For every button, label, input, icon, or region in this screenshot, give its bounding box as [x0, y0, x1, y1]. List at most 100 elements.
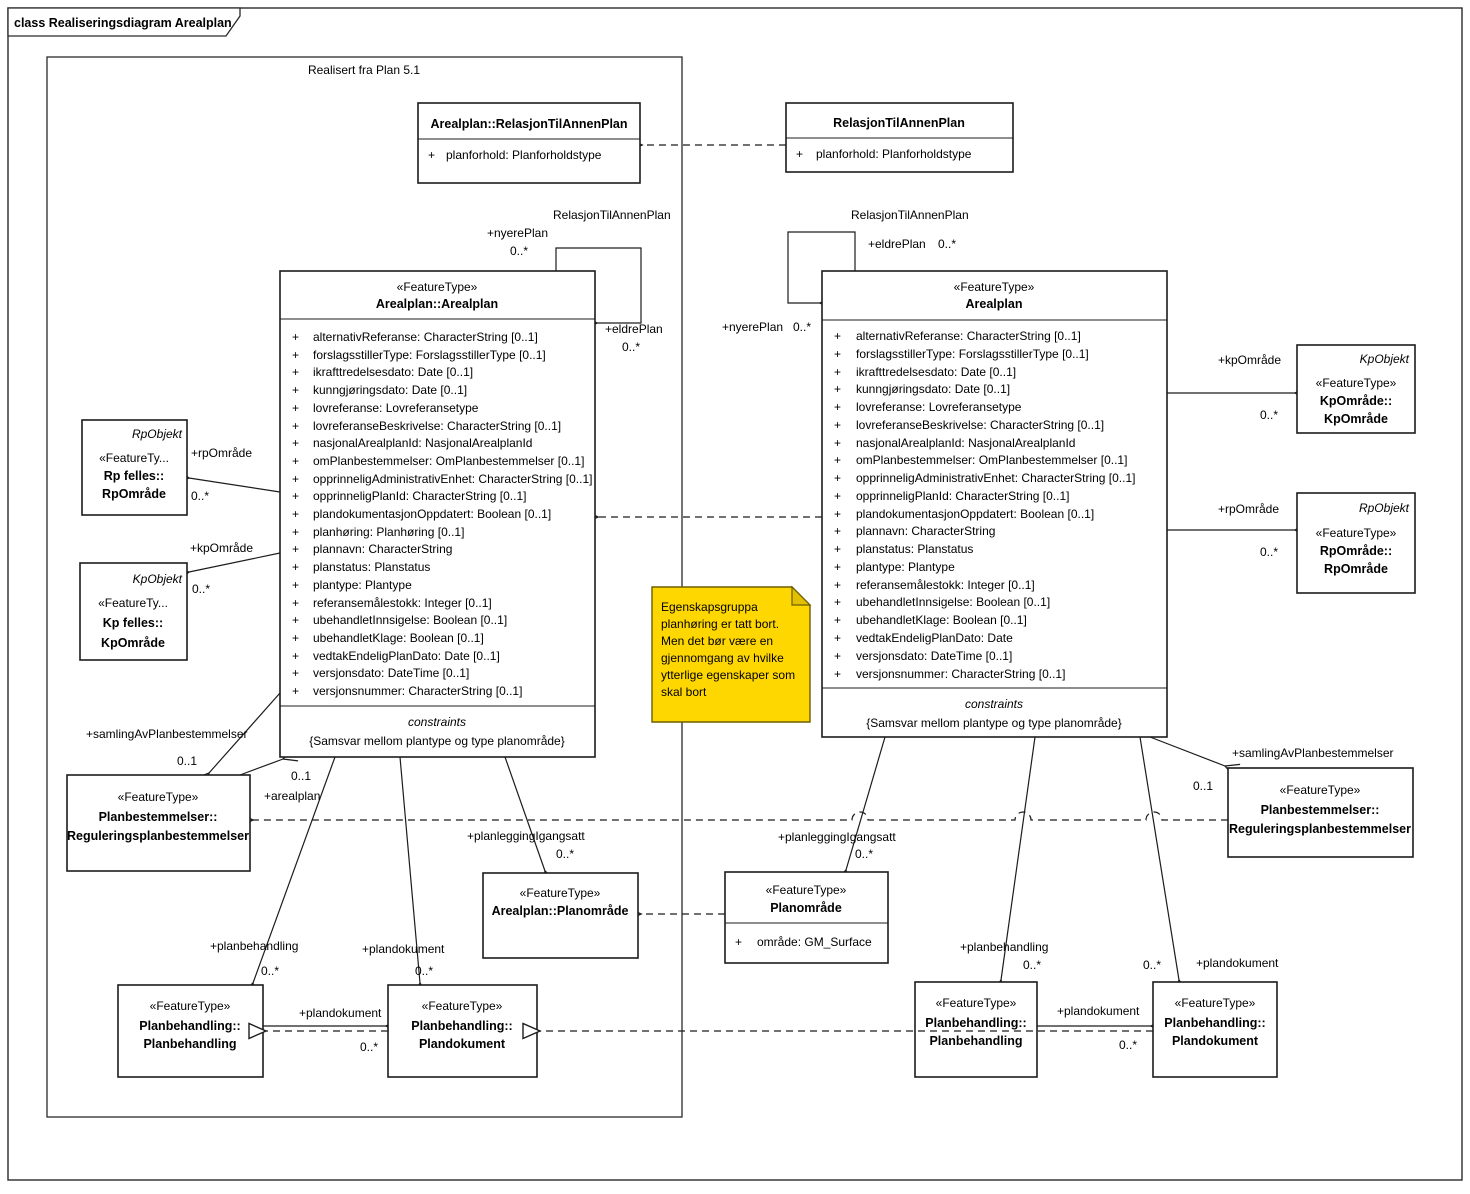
multiplicity-label: 0..* [415, 964, 433, 978]
role-label-eldreplan: +eldrePlan [868, 237, 926, 251]
class-name-line1: Planbehandling:: [1164, 1016, 1265, 1030]
class-box[interactable] [821, 270, 1168, 738]
class-name-line2: RpOmråde [1324, 562, 1388, 576]
constraints-keyword: constraints [965, 697, 1023, 711]
multiplicity-label: 0..* [1119, 1038, 1137, 1052]
role-label-eldreplan: +eldrePlan [605, 322, 663, 336]
class-name: Arealplan [966, 297, 1023, 311]
constraint-text: {Samsvar mellom plantype og type planomr… [866, 716, 1121, 730]
connectors [174, 145, 1309, 1034]
association-samling-right[interactable] [1149, 736, 1241, 778]
class-box[interactable] [66, 774, 251, 872]
class-name-line2: KpOmråde [1324, 412, 1388, 426]
note-body[interactable] [651, 586, 811, 723]
class-rpomrade-rpomrade[interactable]: RpObjekt «FeatureType» RpOmråde:: RpOmrå… [1296, 492, 1416, 594]
multiplicity-label: 0..1 [291, 769, 311, 783]
parent-class-label: KpObjekt [133, 572, 183, 586]
class-planomrade-right[interactable]: «FeatureType» Planområde + område: GM_Su… [724, 871, 889, 964]
role-label-planlegging: +planleggingIgangsatt [778, 830, 896, 844]
parent-class-label: KpObjekt [1360, 352, 1410, 366]
association-planbehandling-right[interactable] [991, 736, 1036, 995]
association-planlegging-left[interactable] [504, 756, 557, 887]
stereotype: «FeatureType» [118, 790, 199, 804]
class-reguleringsplanbestemmelser-left[interactable]: «FeatureType» Planbestemmelser:: Reguler… [66, 774, 251, 872]
association-samling-left[interactable] [194, 692, 281, 788]
class-plandokument-left[interactable]: «FeatureType» Planbehandling:: Plandokum… [387, 984, 538, 1078]
class-name: Arealplan::Planområde [492, 904, 629, 918]
class-relasjontilannenplan-right[interactable]: RelasjonTilAnnenPlan + planforhold: Plan… [785, 102, 1014, 173]
association-plandokument-left[interactable] [399, 756, 429, 998]
class-name-line2: KpOmråde [101, 636, 165, 650]
role-label-planbehandling: +planbehandling [210, 939, 298, 953]
association-kpomrade-left[interactable] [174, 552, 281, 583]
association-name-label: RelasjonTilAnnenPlan [553, 208, 671, 222]
note-fold-corner [791, 585, 812, 606]
multiplicity-label: 0..* [261, 964, 279, 978]
class-box[interactable] [914, 981, 1038, 1078]
class-box[interactable] [1296, 344, 1416, 434]
visibility-column: +++++++++++++++++++++ [292, 330, 299, 698]
note-text: Egenskapsgruppa planhøring er tatt bort.… [661, 600, 798, 699]
class-name-line1: Planbehandling:: [925, 1016, 1026, 1030]
class-kpfelles-kpomrade[interactable]: KpObjekt «FeatureTy... Kp felles:: KpOmr… [79, 562, 188, 661]
class-plandokument-right[interactable]: «FeatureType» Planbehandling:: Plandokum… [1152, 981, 1278, 1078]
note-egenskapsgruppa[interactable]: Egenskapsgruppa planhøring er tatt bort.… [651, 585, 812, 723]
parent-class-label: RpObjekt [1359, 501, 1410, 515]
self-association-arealplan-left[interactable] [548, 247, 642, 331]
stereotype: «FeatureType» [1280, 783, 1361, 797]
class-reguleringsplanbestemmelser-right[interactable]: «FeatureType» Planbestemmelser:: Reguler… [1227, 767, 1414, 858]
class-planomrade-left[interactable]: «FeatureType» Arealplan::Planområde [482, 872, 639, 959]
class-box[interactable] [1296, 492, 1416, 594]
class-box[interactable] [1152, 981, 1278, 1078]
stereotype: «FeatureTy... [99, 451, 169, 465]
class-name-line2: Reguleringsplanbestemmelser [67, 829, 249, 843]
role-label-planbehandling: +planbehandling [960, 940, 1048, 954]
class-arealplan-right[interactable]: «FeatureType» Arealplan ++++++++++++++++… [821, 270, 1168, 738]
class-kpomrade-kpomrade[interactable]: KpObjekt «FeatureType» KpOmråde:: KpOmrå… [1296, 344, 1416, 434]
association-plandokument-right[interactable] [1139, 736, 1189, 995]
stereotype: «FeatureType» [422, 999, 503, 1013]
class-box[interactable] [724, 871, 889, 964]
class-box[interactable] [81, 419, 188, 516]
class-name: Planområde [770, 901, 842, 915]
self-association-arealplan-right[interactable] [787, 231, 863, 311]
role-label-samling: +samlingAvPlanbestemmelser [1232, 746, 1394, 760]
stereotype: «FeatureType» [766, 883, 847, 897]
association-arealplan-role-left[interactable] [239, 747, 299, 776]
class-box[interactable] [417, 102, 641, 184]
class-box[interactable] [279, 270, 596, 758]
class-name-line1: Kp felles:: [103, 616, 163, 630]
stereotype: «FeatureType» [1316, 376, 1397, 390]
class-box[interactable] [482, 872, 639, 959]
role-label-kpomrade: +kpOmråde [1218, 353, 1281, 367]
class-rpfelles-rpomrade[interactable]: RpObjekt «FeatureTy... Rp felles:: RpOmr… [81, 419, 188, 516]
class-box[interactable] [1227, 767, 1414, 858]
visibility-column: ++++++++++++++++++++ [834, 329, 841, 681]
diagram-title: class Realiseringsdiagram Arealplan [14, 16, 232, 30]
role-label-samling: +samlingAvPlanbestemmelser [86, 727, 248, 741]
class-box[interactable] [79, 562, 188, 661]
role-label-rpomrade: +rpOmråde [1218, 502, 1279, 516]
class-arealplan-left[interactable]: «FeatureType» Arealplan::Arealplan +++++… [279, 270, 596, 758]
class-planbehandling-left[interactable]: «FeatureType» Planbehandling:: Planbehan… [117, 984, 264, 1078]
class-name: RelasjonTilAnnenPlan [833, 116, 965, 130]
association-planbehandling-left[interactable] [241, 756, 336, 999]
class-relasjontilannenplan-left[interactable]: Arealplan::RelasjonTilAnnenPlan + planfo… [417, 102, 641, 184]
diagram-tab [7, 7, 241, 37]
class-box[interactable] [117, 984, 264, 1078]
stereotype: «FeatureType» [954, 280, 1035, 294]
class-planbehandling-right[interactable]: «FeatureType» Planbehandling:: Planbehan… [914, 981, 1038, 1078]
association-planlegging-right[interactable] [835, 736, 886, 886]
association-rpomrade-left[interactable] [174, 468, 281, 493]
class-box[interactable] [387, 984, 538, 1078]
multiplicity-label: 0..* [938, 237, 956, 251]
class-name: Arealplan::RelasjonTilAnnenPlan [430, 117, 627, 131]
multiplicity-label: 0..* [1143, 958, 1161, 972]
realization-reguleringsplanbestemmelser[interactable] [253, 812, 1228, 820]
role-label-plandokument: +plandokument [362, 942, 445, 956]
role-label-nyereplan: +nyerePlan [487, 226, 548, 240]
package-frame-label: Realisert fra Plan 5.1 [308, 63, 420, 77]
multiplicity-label: 0..* [191, 489, 209, 503]
